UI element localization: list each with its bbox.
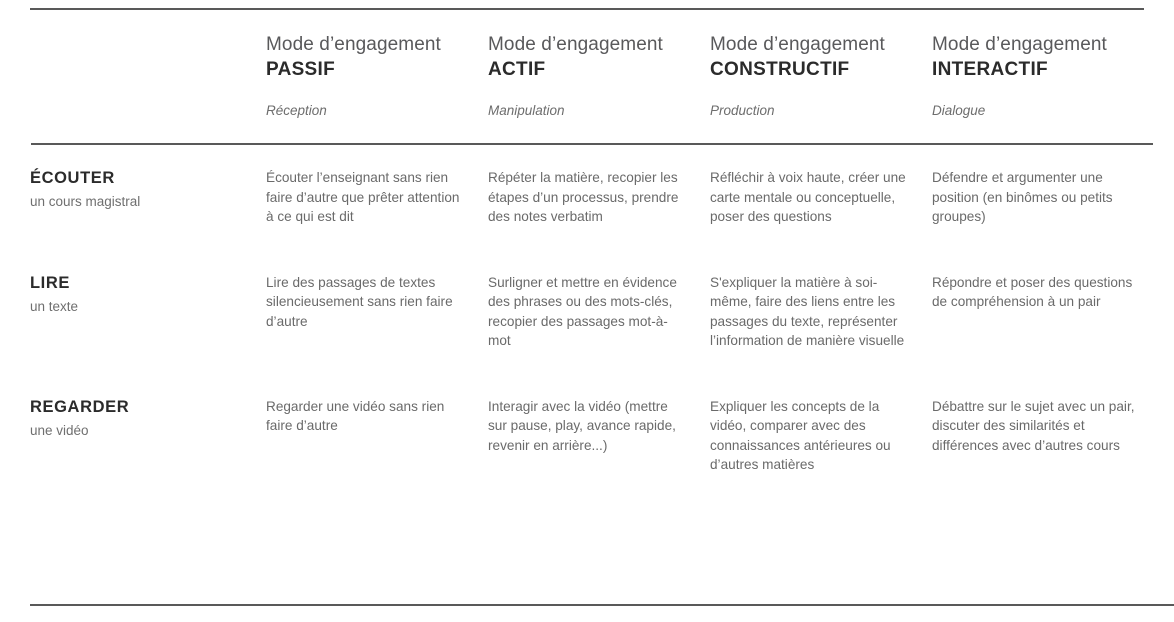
column-prefix: Mode d’engagement (932, 34, 1107, 55)
column-header-passif: Mode d’engagement PASSIF Réception (266, 10, 488, 142)
column-header-interactif: Mode d’engagement INTERACTIF Dialogue (932, 10, 1154, 142)
matrix-table: Mode d’engagement PASSIF Réception Mode … (30, 10, 1154, 521)
column-title-passif: Mode d’engagement PASSIF (266, 32, 462, 82)
table-row: ÉCOUTER un cours magistral Écouter l’ens… (30, 168, 1154, 273)
cell-lire-passif: Lire des passages de textes silencieusem… (266, 273, 488, 397)
engagement-modes-table: Mode d’engagement PASSIF Réception Mode … (0, 8, 1174, 622)
cell-text: Répéter la matière, recopier les étapes … (488, 170, 679, 224)
row-sublabel: une vidéo (30, 422, 89, 438)
cell-text: Répondre et poser des questions de compr… (932, 274, 1133, 310)
cell-regarder-passif: Regarder une vidéo sans rien faire d’aut… (266, 397, 488, 521)
cell-text: Regarder une vidéo sans rien faire d’aut… (266, 398, 445, 434)
column-prefix: Mode d’engagement (710, 34, 885, 55)
cell-lire-interactif: Répondre et poser des questions de compr… (932, 273, 1154, 397)
cell-ecouter-constructif: Réfléchir à voix haute, créer une carte … (710, 168, 932, 273)
cell-text: Réfléchir à voix haute, créer une carte … (710, 170, 906, 224)
column-header-constructif: Mode d’engagement CONSTRUCTIF Production (710, 10, 932, 142)
column-mode-name: INTERACTIF (932, 59, 1048, 80)
cell-regarder-actif: Interagir avec la vidéo (mettre sur paus… (488, 397, 710, 521)
cell-text: Débattre sur le sujet avec un pair, disc… (932, 398, 1135, 453)
column-header-actif: Mode d’engagement ACTIF Manipulation (488, 10, 710, 142)
column-title-constructif: Mode d’engagement CONSTRUCTIF (710, 32, 906, 82)
table-header: Mode d’engagement PASSIF Réception Mode … (30, 10, 1154, 168)
column-subtitle-constructif: Production (710, 103, 775, 118)
column-subtitle-actif: Manipulation (488, 103, 565, 118)
cell-text: Lire des passages de textes silencieusem… (266, 274, 453, 329)
table-row: LIRE un texte Lire des passages de texte… (30, 273, 1154, 397)
cell-text: S'expliquer la matière à soi-même, faire… (710, 274, 905, 349)
column-subtitle-interactif: Dialogue (932, 103, 986, 118)
cell-lire-actif: Surligner et mettre en évidence des phra… (488, 273, 710, 397)
row-label: ÉCOUTER (30, 169, 115, 187)
row-header-lire: LIRE un texte (30, 273, 266, 397)
column-prefix: Mode d’engagement (266, 34, 441, 55)
cell-text: Expliquer les concepts de la vidéo, comp… (710, 398, 891, 473)
cell-lire-constructif: S'expliquer la matière à soi-même, faire… (710, 273, 932, 397)
table-bottom-rule (30, 604, 1174, 606)
column-mode-name: PASSIF (266, 59, 336, 80)
column-prefix: Mode d’engagement (488, 34, 663, 55)
cell-regarder-interactif: Débattre sur le sujet avec un pair, disc… (932, 397, 1154, 521)
table-top-rule (30, 8, 1144, 10)
cell-ecouter-actif: Répéter la matière, recopier les étapes … (488, 168, 710, 273)
row-header-regarder: REGARDER une vidéo (30, 397, 266, 521)
column-mode-name: ACTIF (488, 59, 546, 80)
corner-cell (30, 10, 266, 142)
cell-ecouter-passif: Écouter l’enseignant sans rien faire d’a… (266, 168, 488, 273)
row-sublabel: un texte (30, 298, 79, 314)
header-separator-rule (31, 143, 1153, 145)
column-title-interactif: Mode d’engagement INTERACTIF (932, 32, 1146, 82)
cell-text: Interagir avec la vidéo (mettre sur paus… (488, 398, 676, 453)
row-label: LIRE (30, 273, 70, 292)
row-header-ecouter: ÉCOUTER un cours magistral (30, 168, 266, 273)
column-title-actif: Mode d’engagement ACTIF (488, 32, 684, 82)
header-separator-cell (30, 142, 1154, 168)
cell-text: Surligner et mettre en évidence des phra… (488, 274, 677, 349)
cell-ecouter-interactif: Défendre et argumenter une position (en … (932, 168, 1154, 273)
row-label: REGARDER (30, 397, 130, 416)
cell-text: Écouter l’enseignant sans rien faire d’a… (266, 170, 460, 224)
row-sublabel: un cours magistral (30, 194, 141, 209)
column-mode-name: CONSTRUCTIF (710, 59, 850, 80)
cell-text: Défendre et argumenter une position (en … (932, 170, 1113, 224)
table-body: ÉCOUTER un cours magistral Écouter l’ens… (30, 168, 1154, 521)
column-subtitle-passif: Réception (266, 103, 327, 118)
table-row: REGARDER une vidéo Regarder une vidéo sa… (30, 397, 1154, 521)
cell-regarder-constructif: Expliquer les concepts de la vidéo, comp… (710, 397, 932, 521)
